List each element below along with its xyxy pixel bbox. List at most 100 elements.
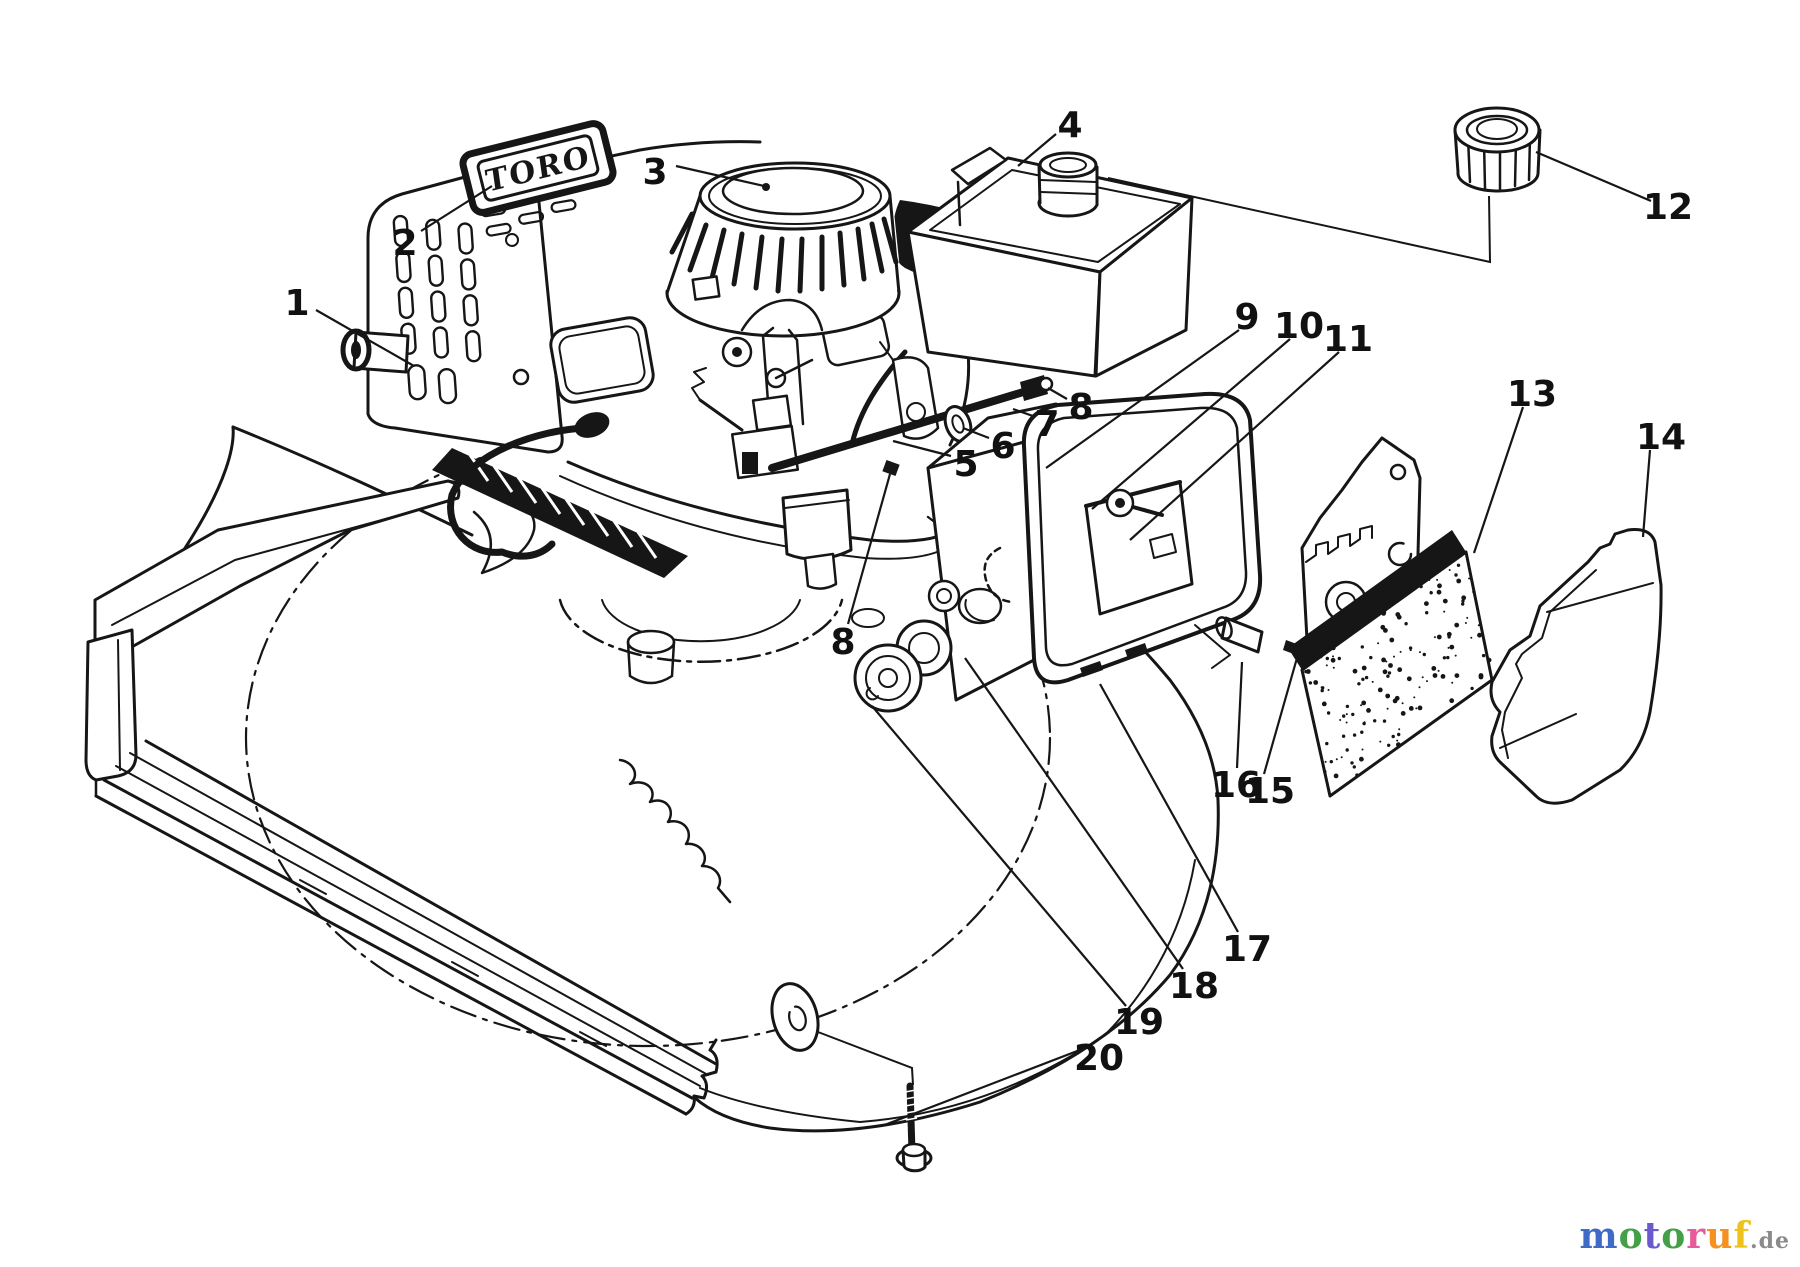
speckle-dot <box>1337 656 1342 661</box>
speckle-dot <box>1325 741 1329 746</box>
speckle-dot <box>1360 645 1365 649</box>
speckle-dot <box>1324 760 1327 763</box>
fuel-cap-install-line <box>1107 177 1492 264</box>
hub-to-bolt-line <box>817 1031 914 1086</box>
speckle-dot <box>1321 701 1327 707</box>
leader-line-1 <box>315 309 415 367</box>
deck-serration-detail <box>618 758 732 904</box>
speckle-dot <box>1404 622 1408 626</box>
speckle-dot <box>1446 631 1452 637</box>
speckle-dot <box>1448 569 1451 571</box>
leader-line-14 <box>1641 449 1652 538</box>
speckle-dot <box>1466 616 1469 619</box>
callout-number-3: 3 <box>642 152 667 193</box>
speckle-dot <box>1477 632 1482 638</box>
speckle-dot <box>1456 578 1462 584</box>
speckle-dot <box>1481 653 1486 658</box>
speckle-dot <box>1478 673 1484 678</box>
callout-number-8: 8 <box>830 622 855 663</box>
leader-line-12 <box>1535 150 1652 203</box>
speckle-dot <box>1345 721 1348 724</box>
speckle-dot <box>1461 602 1465 606</box>
speckle-dot <box>1422 652 1427 657</box>
speckle-dot <box>1428 579 1431 581</box>
speckle-dot <box>1417 705 1423 711</box>
speckle-dot <box>1454 573 1458 577</box>
speckle-dot <box>1355 773 1359 777</box>
speckle-dot <box>1454 673 1460 678</box>
speckle-dot <box>1440 674 1446 679</box>
speckle-dot <box>1464 622 1467 624</box>
watermark-letter: r <box>1686 1215 1707 1257</box>
engine-left-shroud <box>340 162 564 454</box>
speckle-dot <box>1381 609 1387 615</box>
fuel-cap <box>1453 106 1542 193</box>
speckle-dot <box>1426 680 1428 683</box>
speckle-dot <box>1456 563 1461 567</box>
tank-filler-neck <box>1037 151 1099 218</box>
speckle-dot <box>1329 760 1334 764</box>
speckle-dot <box>1432 673 1438 678</box>
speckle-dot <box>1341 734 1346 738</box>
speckle-dot <box>1359 756 1364 762</box>
leader-line-4 <box>1017 133 1057 167</box>
speckle-dot <box>1391 734 1395 739</box>
callout-number-11: 11 <box>1323 319 1373 360</box>
callout-number-13: 13 <box>1507 374 1557 415</box>
speckle-dot <box>1388 663 1393 668</box>
speckle-dot <box>1330 645 1336 651</box>
speckle-dot <box>1361 700 1367 706</box>
speckle-dot <box>1332 666 1335 669</box>
leader-line-5 <box>892 439 952 458</box>
speckle-dot <box>1454 654 1457 657</box>
speckle-dot <box>1368 708 1370 711</box>
watermark-letter: o <box>1661 1215 1687 1257</box>
speckle-dot <box>1387 743 1391 747</box>
housing-gasket <box>1036 406 1248 667</box>
speckle-dot <box>1320 688 1324 693</box>
speckle-dot <box>1364 675 1369 680</box>
callout-number-9: 9 <box>1234 297 1259 338</box>
speckle-dot <box>1351 712 1355 717</box>
leader-line-13 <box>1472 406 1525 554</box>
spark-plug-wire <box>447 412 610 560</box>
speckle-dot <box>1393 655 1395 658</box>
speckle-dot <box>1352 765 1357 769</box>
speckle-dot <box>1431 666 1437 671</box>
speckle-dot <box>1389 637 1395 643</box>
speckle-dot <box>1361 665 1367 671</box>
speckle-dot <box>1421 676 1424 679</box>
speckle-dot <box>1335 758 1338 761</box>
motoruf-watermark: motoruf.de <box>1580 1215 1790 1257</box>
speckle-dot <box>1437 669 1440 672</box>
leader-line-15 <box>1262 657 1299 775</box>
speckle-dot <box>1352 733 1357 737</box>
speckle-dot <box>1436 578 1439 581</box>
callout-number-8: 8 <box>1068 387 1093 428</box>
speckle-dot <box>1386 674 1390 678</box>
speckle-dot <box>1406 676 1412 682</box>
speckle-dot <box>1383 628 1388 633</box>
speckle-dot <box>1446 655 1450 660</box>
watermark-letter: f <box>1733 1215 1750 1257</box>
speckle-dot <box>1342 714 1346 718</box>
leader-line-18 <box>964 657 1184 970</box>
blade-hub-washer <box>770 982 820 1052</box>
watermark-suffix: .de <box>1749 1228 1790 1254</box>
speckle-dot <box>1361 748 1364 751</box>
speckle-dot <box>1395 612 1401 617</box>
speckle-dot <box>1360 704 1363 707</box>
speckle-dot <box>1333 773 1339 779</box>
throttle-rod <box>768 375 1054 472</box>
fuel-tank <box>906 146 1194 378</box>
speckle-dot <box>1437 583 1442 589</box>
callout-number-1: 1 <box>284 283 309 324</box>
speckle-dot <box>1363 721 1366 724</box>
callout-number-15: 15 <box>1245 771 1295 812</box>
speckle-dot <box>1449 698 1455 704</box>
speckle-dot <box>1330 657 1336 663</box>
speckle-dot <box>1385 693 1391 699</box>
mounting-bolt <box>895 1082 933 1173</box>
speckle-dot <box>1419 651 1421 654</box>
